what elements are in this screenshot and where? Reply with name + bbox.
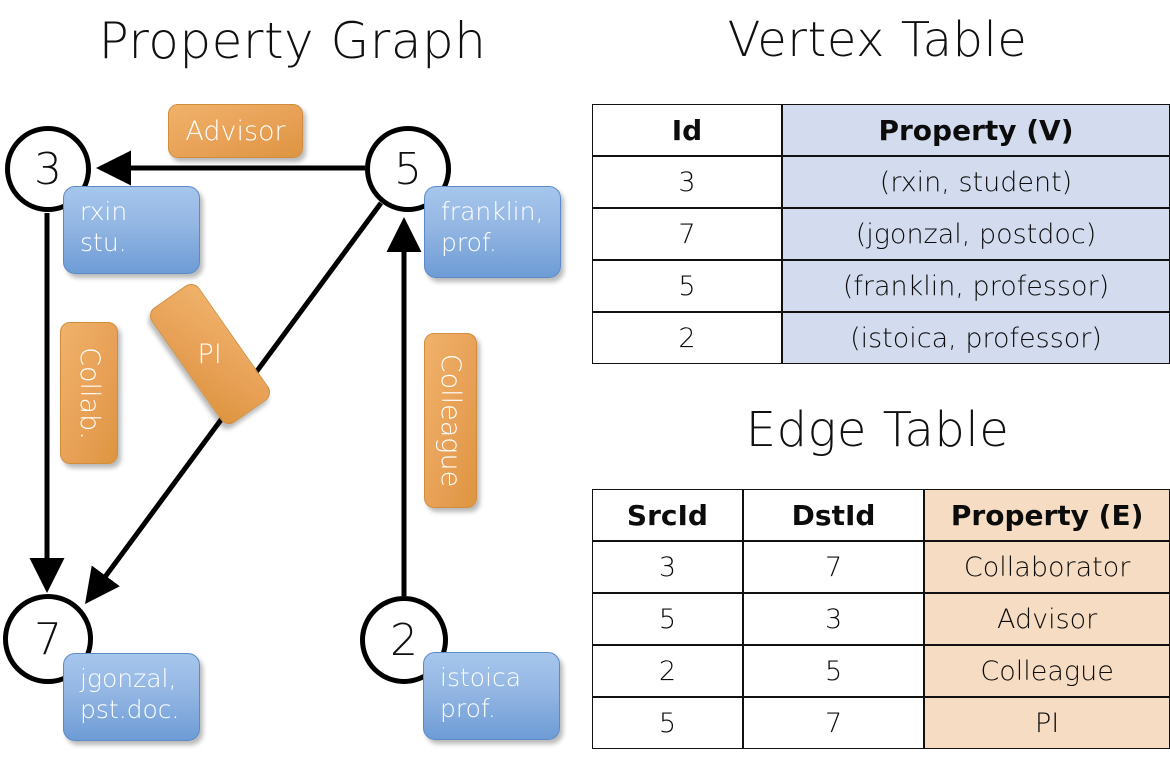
vertex-property-callout-jgonzal: jgonzal, pst.doc. xyxy=(63,653,200,741)
edge-table-cell-property: Advisor xyxy=(924,593,1170,645)
vertex-table-cell-property: (jgonzal, postdoc) xyxy=(782,208,1170,260)
vertex-table-header-row: Id Property (V) xyxy=(592,104,1170,156)
edge-table-cell-dstid: 5 xyxy=(742,645,925,697)
table-row[interactable]: 7 (jgonzal, postdoc) xyxy=(592,208,1170,260)
table-row[interactable]: 2 5 Colleague xyxy=(592,645,1170,697)
vertex-table-cell-id: 2 xyxy=(592,312,782,364)
table-row[interactable]: 2 (istoica, professor) xyxy=(592,312,1170,364)
edge-label-advisor: Advisor xyxy=(168,104,303,158)
vertex-table-cell-property: (istoica, professor) xyxy=(782,312,1170,364)
vertex-table-cell-property: (franklin, professor) xyxy=(782,260,1170,312)
edge-table-cell-dstid: 3 xyxy=(742,593,925,645)
edge-table-header-dstid: DstId xyxy=(742,489,925,541)
edge-table-cell-property: PI xyxy=(924,697,1170,749)
vertex-property-callout-istoica: istoica prof. xyxy=(423,652,560,740)
table-row[interactable]: 3 7 Collaborator xyxy=(592,541,1170,593)
edge-table-cell-dstid: 7 xyxy=(742,697,925,749)
page-title-property-graph: Property Graph xyxy=(98,12,487,70)
property-graph-diagram: 3 5 7 2 rxin stu. franklin, prof. jgonza… xyxy=(3,104,561,741)
page-title-vertex-table: Vertex Table xyxy=(727,12,1028,68)
edge-label-pi-text: PI xyxy=(197,338,223,370)
vertex-node-5-label: 5 xyxy=(394,143,422,195)
edge-label-colleague-text: Colleague xyxy=(435,353,466,488)
vertex-table-cell-id: 5 xyxy=(592,260,782,312)
edge-table-cell-srcid: 2 xyxy=(592,645,743,697)
vertex-table: Id Property (V) 3 (rxin, student) 7 (jgo… xyxy=(592,104,1170,364)
edge-table-cell-dstid: 7 xyxy=(742,541,925,593)
edge-label-advisor-text: Advisor xyxy=(185,115,286,147)
table-row[interactable]: 5 3 Advisor xyxy=(592,593,1170,645)
table-row[interactable]: 5 (franklin, professor) xyxy=(592,260,1170,312)
edge-table-header-row: SrcId DstId Property (E) xyxy=(592,489,1170,541)
edge-label-colleague: Colleague xyxy=(424,333,477,508)
vertex-node-2[interactable]: 2 xyxy=(360,596,448,684)
vertex-table-cell-id: 3 xyxy=(592,156,782,208)
table-row[interactable]: 3 (rxin, student) xyxy=(592,156,1170,208)
vertex-table-header-id: Id xyxy=(592,104,782,156)
page-title-edge-table: Edge Table xyxy=(745,402,1010,458)
vertex-node-5[interactable]: 5 xyxy=(365,126,451,212)
vertex-table-header-property: Property (V) xyxy=(782,104,1170,156)
edge-table-cell-srcid: 3 xyxy=(592,541,743,593)
vertex-node-3-label: 3 xyxy=(34,143,62,195)
edge-table-header-property: Property (E) xyxy=(924,489,1170,541)
vertex-property-callout-rxin: rxin stu. xyxy=(63,186,200,274)
edge-table-cell-srcid: 5 xyxy=(592,697,743,749)
edge-table-cell-srcid: 5 xyxy=(592,593,743,645)
vertex-table-cell-property: (rxin, student) xyxy=(782,156,1170,208)
vertex-property-callout-franklin: franklin, prof. xyxy=(424,186,561,278)
edge-table-cell-property: Colleague xyxy=(924,645,1170,697)
vertex-table-cell-id: 7 xyxy=(592,208,782,260)
edge-label-collab: Collab. xyxy=(60,322,118,464)
edge-label-collab-text: Collab. xyxy=(73,346,105,440)
edge-table-header-srcid: SrcId xyxy=(592,489,743,541)
vertex-node-2-label: 2 xyxy=(390,614,418,666)
edge-table-cell-property: Collaborator xyxy=(924,541,1170,593)
edge-table: SrcId DstId Property (E) 3 7 Collaborato… xyxy=(592,489,1170,749)
vertex-node-7-label: 7 xyxy=(34,613,62,665)
table-row[interactable]: 5 7 PI xyxy=(592,697,1170,749)
